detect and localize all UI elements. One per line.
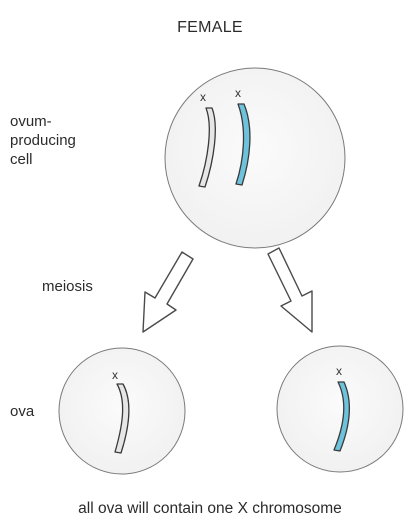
x-marker: x bbox=[235, 86, 241, 100]
ovum-producing-cell-label: ovum- producing cell bbox=[10, 112, 90, 169]
x-marker: x bbox=[336, 364, 342, 378]
diagram-title: FEMALE bbox=[0, 18, 420, 37]
meiosis-label: meiosis bbox=[42, 277, 93, 296]
x-marker: x bbox=[200, 90, 206, 104]
meiosis-arrow-right bbox=[268, 248, 312, 332]
x-marker: x bbox=[112, 368, 118, 382]
ova-label: ova bbox=[10, 402, 34, 421]
ovum-producing-cell bbox=[165, 68, 345, 248]
meiosis-arrow-left bbox=[143, 252, 193, 332]
caption: all ova will contain one X chromosome bbox=[0, 499, 420, 518]
